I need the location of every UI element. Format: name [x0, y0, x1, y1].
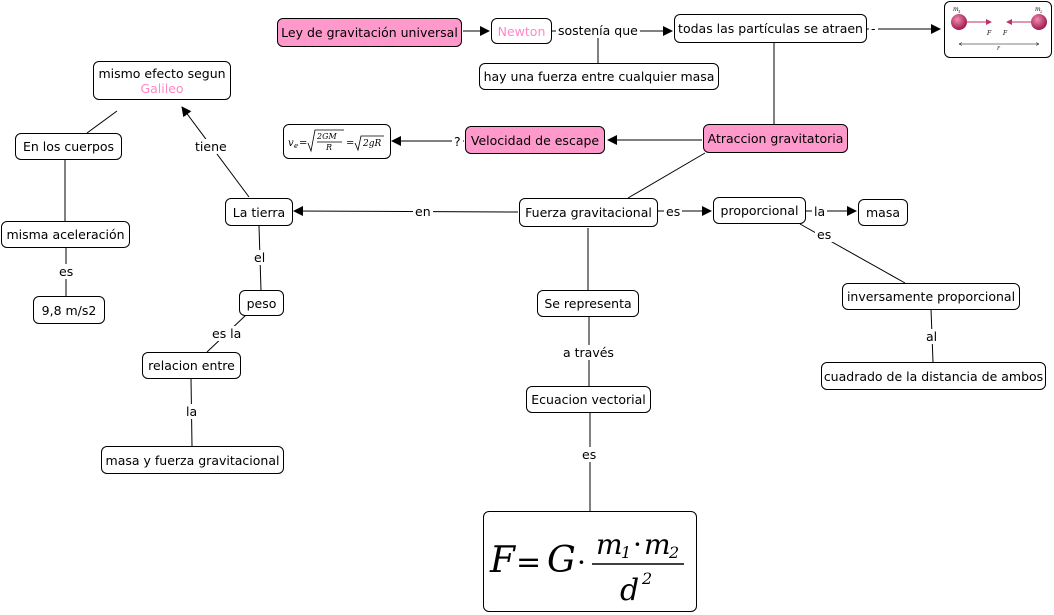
svg-text:m: m [1035, 6, 1041, 13]
svg-text:m: m [596, 528, 623, 561]
label-es-proporcional: es [664, 204, 683, 219]
svg-text:1: 1 [621, 543, 631, 562]
label-es-la: es la [210, 326, 244, 341]
valor-aceleracion-node[interactable]: 9,8 m/s2 [33, 296, 105, 324]
label-tiene: tiene [193, 139, 229, 154]
label-en: en [413, 204, 433, 219]
atraccion-gravitatoria-node[interactable]: Atraccion gravitatoria [703, 124, 848, 153]
newton-node[interactable]: Newton [491, 18, 552, 44]
svg-text:·: · [577, 546, 586, 579]
svg-text:2GM: 2GM [316, 132, 337, 141]
se-representa-node[interactable]: Se representa [537, 290, 639, 317]
velocidad-escape-node[interactable]: Velocidad de escape [465, 126, 605, 154]
galileo-text: Galileo [140, 80, 184, 96]
relacion-entre-node[interactable]: relacion entre [142, 352, 241, 379]
ley-gravitacion-node[interactable]: Ley de gravitación universal [277, 18, 462, 47]
masa-fuerza-node[interactable]: masa y fuerza gravitacional [101, 446, 284, 474]
label-la-masa: la [812, 204, 828, 219]
escape-velocity-formula[interactable]: v e = 2GM R = 2gR [283, 124, 391, 159]
label-el: el [252, 250, 268, 265]
svg-text:·: · [633, 528, 642, 561]
mismo-efecto-text: mismo efecto segun [98, 65, 226, 81]
svg-text:=: = [299, 138, 307, 149]
escape-velocity-formula-svg: v e = 2GM R = 2gR [288, 129, 384, 153]
en-los-cuerpos-node[interactable]: En los cuerpos [15, 133, 122, 160]
label-al: al [924, 329, 940, 344]
label-question: ? [452, 134, 463, 149]
todas-particulas-node[interactable]: todas las partículas se atraen [674, 14, 867, 43]
svg-text:m: m [644, 528, 671, 561]
label-sostenia: sostenía que [556, 23, 640, 38]
svg-text:F: F [1002, 30, 1008, 37]
svg-text:2: 2 [641, 569, 652, 588]
svg-text:F: F [489, 540, 517, 581]
label-es-inversamente: es [815, 227, 834, 242]
label-dash: - [869, 21, 878, 36]
svg-text:=: = [516, 545, 541, 580]
hay-fuerza-node[interactable]: hay una fuerza entre cualquier masa [479, 63, 719, 90]
svg-text:F: F [986, 30, 992, 37]
svg-text:m: m [953, 6, 959, 13]
mismo-efecto-node[interactable]: mismo efecto segun Galileo [93, 61, 231, 100]
svg-text:2: 2 [668, 543, 679, 562]
masa-node[interactable]: masa [858, 199, 908, 226]
svg-text:e: e [294, 142, 298, 150]
svg-text:R: R [325, 143, 332, 152]
proporcional-node[interactable]: proporcional [713, 197, 806, 224]
gravitation-illustration-svg: m 1 m 2 F F r [951, 6, 1047, 52]
misma-aceleracion-node[interactable]: misma aceleración [1, 221, 130, 248]
label-es-aceleracion: es [57, 264, 76, 279]
svg-text:r: r [997, 45, 1001, 52]
svg-text:2: 2 [1039, 9, 1043, 14]
svg-text:v: v [288, 138, 294, 149]
fuerza-gravitacional-node[interactable]: Fuerza gravitacional [519, 198, 658, 227]
la-tierra-node[interactable]: La tierra [225, 198, 293, 226]
ecuacion-vectorial-node[interactable]: Ecuacion vectorial [526, 386, 651, 413]
svg-text:G: G [547, 540, 576, 581]
label-a-traves: a través [561, 345, 616, 360]
inversamente-proporcional-node[interactable]: inversamente proporcional [842, 283, 1020, 310]
label-la-relacion: la [184, 404, 200, 419]
svg-text:=: = [346, 138, 354, 149]
label-es-ecuacion: es [580, 447, 599, 462]
gravitation-equation-svg: F = G · m 1 · m 2 d 2 [489, 528, 684, 608]
peso-node[interactable]: peso [239, 290, 284, 316]
svg-text:d: d [620, 573, 639, 608]
cuadrado-distancia-node[interactable]: cuadrado de la distancia de ambos [821, 362, 1046, 390]
svg-text:1: 1 [958, 9, 961, 14]
gravitation-illustration[interactable]: m 1 m 2 F F r [944, 1, 1052, 58]
svg-text:2gR: 2gR [362, 139, 381, 149]
gravitation-equation[interactable]: F = G · m 1 · m 2 d 2 [483, 511, 697, 612]
